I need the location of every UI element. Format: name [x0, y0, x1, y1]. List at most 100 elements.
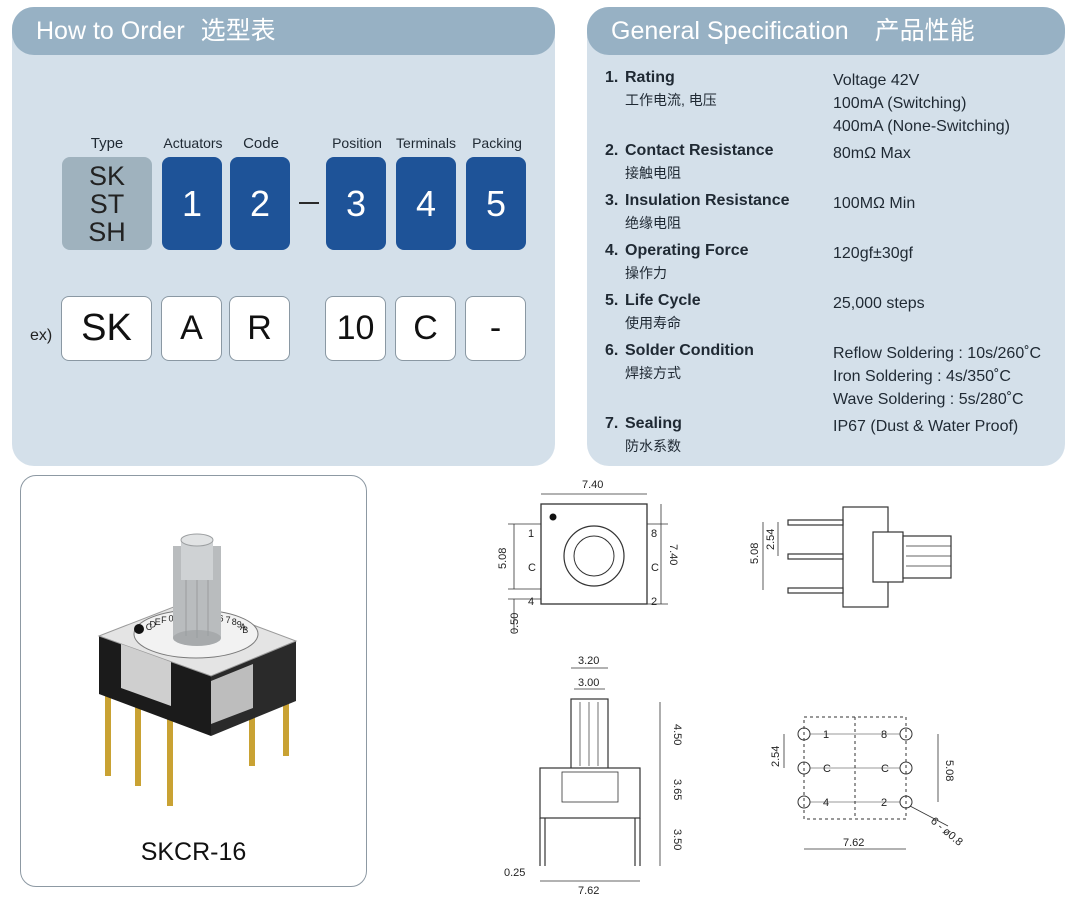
dial-mark: C: [146, 622, 153, 632]
dim-pitch-label: 2.54: [770, 746, 782, 767]
spec-num: 1.: [605, 69, 619, 86]
top-view-labels: 7.40 7.40 5.08 0.50 1 8 C C 4 2: [497, 479, 679, 634]
drawing-side-view: [762, 506, 952, 608]
spec-value: 100mA (Switching): [833, 95, 967, 112]
dim-height-label: 5.08: [749, 543, 761, 564]
example-box-actuator: A: [161, 296, 222, 361]
code-box-3-value: 3: [345, 182, 367, 224]
type-value-sk: SK: [88, 160, 126, 191]
front-body-inner: [561, 771, 619, 803]
spec-title: Operating Force: [625, 242, 749, 259]
dim-pitch-label: 2.54: [765, 529, 777, 550]
dim-pin-spacing-label: 5.08: [497, 548, 509, 569]
type-value-sh: SH: [88, 216, 126, 247]
spec-cn: 工作电流, 电压: [625, 92, 717, 108]
spec-cn: 防水系数: [625, 438, 681, 454]
dial-mark: B: [242, 625, 248, 635]
spec-num: 7.: [605, 415, 619, 432]
product-illustration: CDEF0123456789AB: [97, 533, 298, 806]
footprint-labels: 2.54 5.08 7.62 6 - ø0.8 1 8 C C 4 2: [770, 729, 965, 849]
dial-dot-icon: [134, 624, 144, 634]
dim-shaft-height-label: 4.50: [671, 724, 683, 745]
pin-label: 1: [823, 729, 829, 741]
side-pin: [787, 519, 844, 526]
top-view-dial-inner: [573, 535, 615, 577]
front-view-labels: 3.20 3.00 4.50 3.65 3.50 0.25 7.62: [504, 655, 683, 894]
shaft-top: [181, 540, 213, 580]
pin-label: 4: [823, 797, 829, 809]
pin-left-front: [105, 691, 111, 776]
spec-cn: 绝缘电阻: [625, 215, 681, 231]
front-body: [539, 767, 641, 819]
spec-title: Insulation Resistance: [625, 192, 790, 209]
spec-title: Solder Condition: [625, 342, 754, 359]
metal-clip-front: [121, 644, 171, 706]
pin-label: 2: [651, 596, 657, 608]
example-box-position: 10: [325, 296, 386, 361]
pin-label: 4: [528, 596, 534, 608]
code-box-5: 5: [466, 157, 526, 250]
side-view-flange: [872, 531, 904, 583]
spec-value: 120gf±30gf: [833, 245, 913, 262]
dial-mark: 0: [168, 613, 173, 623]
drawing-footprint: [783, 716, 949, 850]
spec-value: Iron Soldering : 4s/350˚C: [833, 368, 1011, 385]
spec-values: Voltage 42V 100mA (Switching) 400mA (Non…: [833, 69, 1010, 138]
shaft-cap: [180, 533, 214, 547]
spec-values: 100MΩ Min: [833, 192, 915, 215]
spec-cn: 接触电阻: [625, 165, 681, 181]
metal-clip-side: [211, 664, 253, 724]
pin-right-back: [283, 691, 289, 756]
example-box-terminal: C: [395, 296, 456, 361]
pin-left-mid: [135, 701, 141, 786]
side-pin: [787, 553, 844, 560]
label-code: Code: [243, 135, 279, 152]
dim-pin-length-label: 3.50: [671, 829, 683, 850]
dim-pin-thickness-label: 0.25: [504, 867, 525, 879]
spec-value: Reflow Soldering : 10s/260˚C: [833, 345, 1042, 362]
side-pin: [787, 587, 844, 594]
spec-num: 2.: [605, 142, 619, 159]
spec-value: Voltage 42V: [833, 72, 920, 89]
spec-values: 80mΩ Max: [833, 142, 911, 165]
spec-values: 25,000 steps: [833, 292, 925, 315]
dim-shaft-inner-label: 3.00: [578, 677, 599, 689]
spec-value: 100MΩ Min: [833, 195, 916, 212]
spec-values: Reflow Soldering : 10s/260˚C Iron Solder…: [833, 342, 1041, 411]
spec-title: Contact Resistance: [625, 142, 774, 159]
pin-right-front: [249, 711, 255, 766]
spec-value: 400mA (None-Switching): [833, 118, 1010, 135]
pin-label: C: [528, 562, 536, 574]
spec-cn: 操作力: [625, 265, 667, 281]
spec-cn: 焊接方式: [625, 365, 681, 381]
label-position: Position: [332, 135, 382, 151]
code-box-5-value: 5: [485, 182, 507, 224]
dial-mark: F: [161, 615, 167, 625]
code-box-1-value: 1: [181, 182, 203, 224]
drawing-top-view: [508, 493, 668, 632]
spec-cn: 使用寿命: [625, 315, 681, 331]
spec-title: Sealing: [625, 415, 682, 432]
how-to-order-title-cn: 选型表: [200, 17, 276, 45]
pin-label: 2: [881, 797, 887, 809]
pin-label: C: [823, 763, 831, 775]
front-shaft: [570, 698, 609, 770]
code-box-2-value: 2: [249, 182, 271, 224]
spec-num: 4.: [605, 242, 619, 259]
dial-mark: D: [149, 620, 156, 630]
label-terminals: Terminals: [396, 135, 456, 151]
dial-mark: 9: [237, 620, 242, 630]
dial-mark: A: [240, 622, 246, 632]
label-actuators: Actuators: [163, 135, 223, 151]
pin-label: C: [881, 763, 889, 775]
dial-mark: 8: [232, 617, 237, 627]
example-box-packing: -: [465, 296, 526, 361]
general-spec-title: General Specification: [611, 17, 849, 45]
type-box: SK ST SH: [62, 157, 152, 250]
pin-label: 1: [528, 528, 534, 540]
spec-value: 25,000 steps: [833, 295, 925, 312]
spec-num: 3.: [605, 192, 619, 209]
